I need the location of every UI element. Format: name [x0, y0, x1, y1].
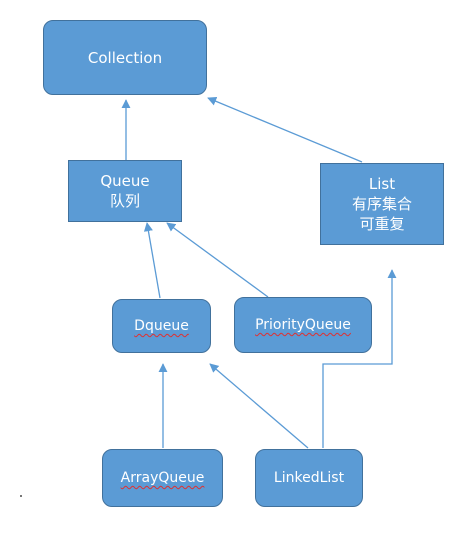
node-queue: Queue 队列	[68, 160, 182, 222]
node-collection: Collection	[43, 20, 207, 95]
arrow-dqueue-to-queue	[143, 222, 161, 299]
stray-dot	[20, 495, 22, 497]
arrow-linkedlist-to-list	[322, 269, 397, 448]
node-dqueue: Dqueue	[112, 299, 211, 353]
node-queue-subtitle: 队列	[109, 192, 140, 210]
node-list: List 有序集合 可重复	[320, 163, 444, 245]
node-dqueue-label: Dqueue	[134, 318, 189, 334]
node-collection-label: Collection	[87, 48, 163, 67]
node-list-subtitle-1: 有序集合	[351, 195, 412, 213]
node-queue-label: Queue	[100, 172, 150, 190]
arrow-list-to-collection	[207, 96, 363, 163]
node-list-subtitle-2: 可重复	[359, 215, 405, 233]
node-linkedlist: LinkedList	[255, 449, 363, 507]
node-priorityqueue-label: PriorityQueue	[255, 317, 351, 333]
node-linkedlist-label: LinkedList	[273, 470, 345, 486]
arrow-priorityqueue-to-queue	[166, 222, 269, 298]
node-list-label: List	[368, 175, 396, 193]
arrow-linkedlist-to-dqueue	[209, 363, 309, 449]
node-priorityqueue: PriorityQueue	[234, 297, 372, 353]
node-arrayqueue-label: ArrayQueue	[120, 470, 205, 486]
node-arrayqueue: ArrayQueue	[102, 449, 223, 507]
